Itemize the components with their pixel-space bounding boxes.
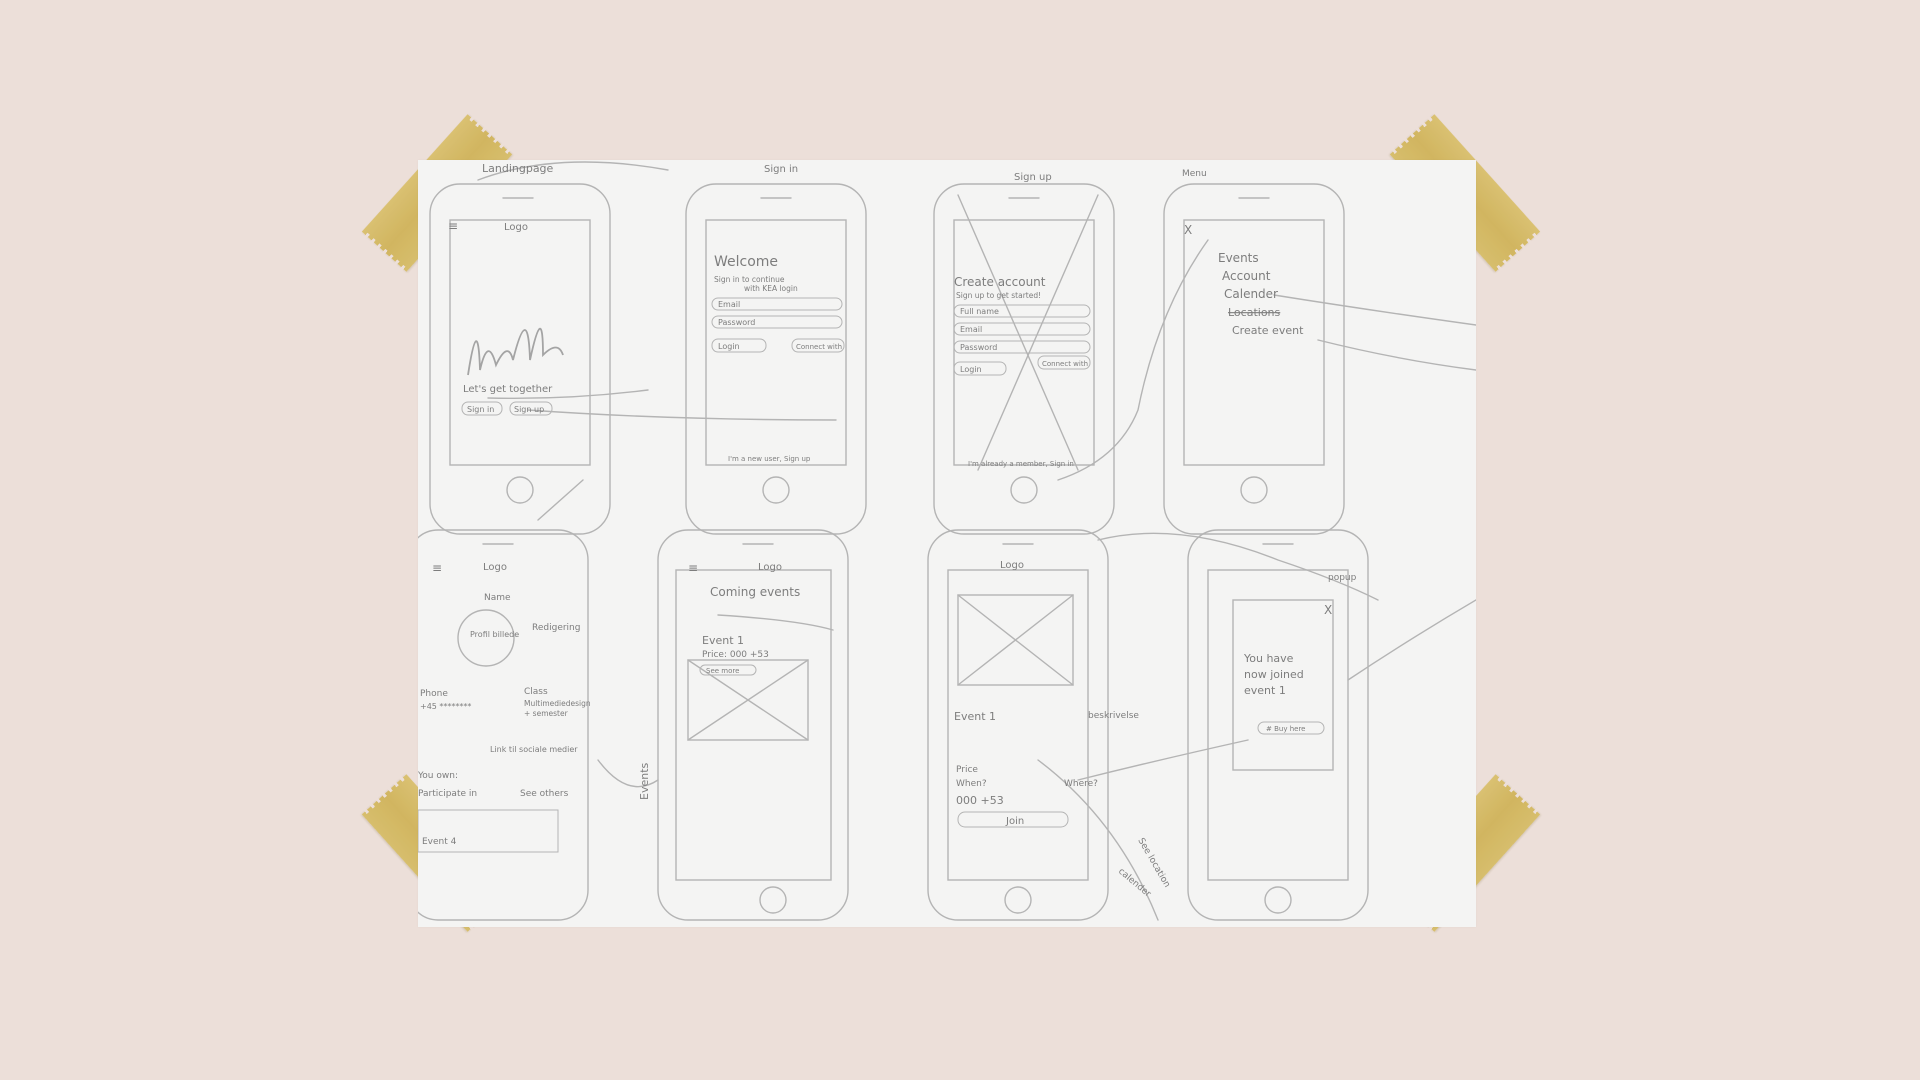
events-event-title: Event 1 (702, 634, 744, 647)
signup-login-button[interactable] (953, 361, 1007, 376)
detail-when: When? (956, 779, 987, 789)
phone-frame-profile (418, 529, 589, 921)
join-button[interactable] (957, 811, 1069, 828)
signup-connect-label: Connect with (1042, 360, 1088, 368)
fullname-field[interactable] (953, 304, 1091, 318)
popup-message-1: You have (1243, 652, 1294, 665)
landing-title: Landingpage (482, 162, 554, 175)
events-event-price: Price: 000 +53 (702, 650, 769, 660)
phone-value: +45 ******** (420, 702, 471, 711)
phone-screen-landing (449, 219, 591, 466)
email-label: Email (718, 300, 740, 309)
menu-item-events[interactable]: Events (1218, 251, 1259, 265)
signin-welcome: Welcome (714, 254, 778, 270)
you-own-label: You own: (418, 771, 458, 781)
signin-subtitle-2: with KEA login (744, 284, 798, 293)
email-field[interactable] (711, 297, 843, 311)
events-logo: Logo (758, 562, 782, 573)
wireframe-sketch: Landingpage ≡ Logo hello Let's get toget… (418, 161, 1476, 921)
landing-tagline: Let's get together (463, 384, 553, 395)
popup-note: popup (1328, 573, 1357, 583)
profile-event-label: Event 4 (422, 837, 457, 847)
class-sub: + semester (524, 709, 569, 718)
password-field[interactable] (711, 315, 843, 329)
popup-close-icon[interactable]: X (1324, 603, 1332, 617)
detail-price-label: Price (956, 765, 978, 775)
phone-frame-menu (1163, 183, 1345, 535)
detail-description-note: beskrivelse (1088, 711, 1139, 721)
signup-heading: Create account (954, 275, 1046, 289)
hamburger-icon[interactable]: ≡ (448, 219, 458, 233)
phone-home-button (506, 476, 534, 504)
sign-in-label: Sign in (467, 405, 494, 414)
participate-label: Participate in (418, 789, 477, 799)
signup-footer[interactable]: I'm already a member, Sign in (968, 460, 1074, 468)
phone-label: Phone (420, 689, 448, 699)
sign-up-button[interactable] (509, 401, 553, 416)
events-heading: Coming events (710, 585, 800, 599)
see-more-label: See more (706, 667, 739, 675)
login-label: Login (718, 342, 740, 351)
signup-login-label: Login (960, 365, 982, 374)
signup-subtitle: Sign up to get started! (956, 291, 1041, 300)
detail-where[interactable]: Where? (1064, 779, 1098, 789)
phone-frame-signin (685, 183, 867, 535)
profile-logo: Logo (483, 562, 507, 573)
profile-name: Name (484, 593, 511, 603)
signup-email-field[interactable] (953, 322, 1091, 336)
see-more-button[interactable] (699, 664, 757, 676)
login-button[interactable] (711, 338, 767, 353)
buy-here-label: # Buy here (1266, 725, 1305, 733)
menu-item-locations[interactable]: Locations (1228, 306, 1281, 319)
avatar (457, 609, 515, 667)
signup-connect-button[interactable] (1037, 355, 1091, 370)
signup-title: Sign up (1014, 172, 1052, 183)
profile-edit-link[interactable]: Redigering (532, 623, 580, 633)
wireframe-paper: Landingpage ≡ Logo hello Let's get toget… (418, 160, 1476, 927)
close-icon[interactable]: X (1184, 223, 1192, 237)
fullname-label: Full name (960, 307, 999, 316)
class-label: Class (524, 687, 548, 697)
password-label: Password (718, 318, 755, 327)
event-card[interactable] (418, 809, 559, 853)
landing-hello: hello (476, 347, 500, 358)
signup-password-label: Password (960, 343, 997, 352)
class-value: Multimediedesign (524, 699, 591, 708)
join-label: Join (1005, 816, 1024, 827)
events-hamburger-icon[interactable]: ≡ (688, 561, 698, 575)
phone-frame-landing (429, 183, 611, 535)
connect-button[interactable] (791, 338, 845, 353)
phone-frame-popup (1187, 529, 1369, 921)
detail-event-title: Event 1 (954, 710, 996, 723)
popup-message-2: now joined (1244, 668, 1304, 681)
menu-item-calender[interactable]: Calender (1224, 287, 1278, 301)
phone-frame-signup (933, 183, 1115, 535)
profile-picture-label: Profil billede (470, 630, 519, 639)
menu-item-create-event[interactable]: Create event (1232, 324, 1304, 337)
see-others-link[interactable]: See others (520, 789, 569, 799)
signin-footer[interactable]: I'm a new user, Sign up (728, 455, 811, 463)
sign-up-label: Sign up (514, 405, 544, 414)
signup-email-label: Email (960, 325, 982, 334)
detail-price-value: 000 +53 (956, 794, 1004, 807)
menu-item-account[interactable]: Account (1222, 269, 1271, 283)
sign-in-button[interactable] (461, 401, 503, 416)
detail-logo: Logo (1000, 560, 1024, 571)
landing-logo: Logo (504, 222, 528, 233)
phone-frame-event-detail (927, 529, 1109, 921)
phone-frame-events (657, 529, 849, 921)
popup-message-3: event 1 (1244, 684, 1286, 697)
events-side-label: Events (638, 762, 651, 800)
signin-title: Sign in (764, 164, 798, 175)
hello-script (467, 327, 564, 376)
signup-password-field[interactable] (953, 340, 1091, 354)
connect-label: Connect with (796, 343, 842, 351)
buy-here-button[interactable] (1257, 721, 1325, 735)
profile-hamburger-icon[interactable]: ≡ (432, 561, 442, 575)
social-links-label: Link til sociale medier (490, 745, 578, 754)
signin-subtitle-1: Sign in to continue (714, 275, 785, 284)
menu-title: Menu (1182, 169, 1207, 179)
